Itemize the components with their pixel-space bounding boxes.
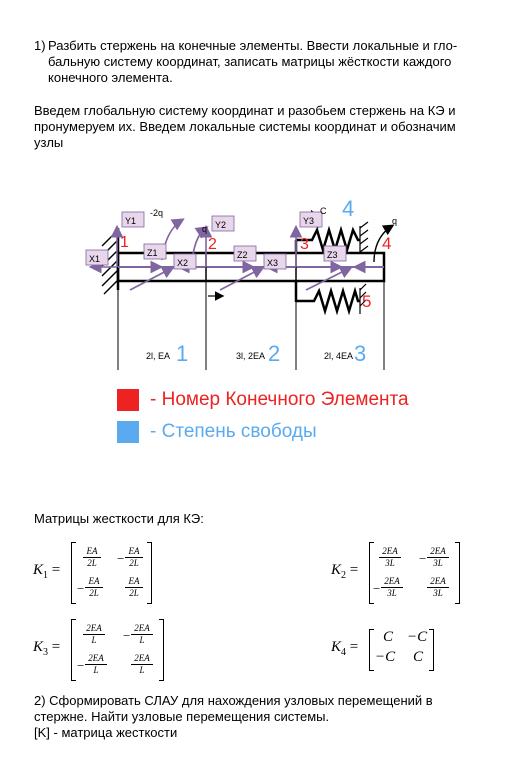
dof-z1: Z1 xyxy=(147,248,158,258)
task2-line2: стержне. Найти узловые перемещения систе… xyxy=(34,709,330,724)
node-3-number: 3 xyxy=(300,236,309,253)
dof-x3: X3 xyxy=(267,258,278,268)
dof-labels: Y1 Y2 Y3 X1 X2 X3 Z1 Z2 Z3 xyxy=(85,211,347,270)
task1-line3: конечного элемента. xyxy=(48,70,173,85)
element-3-number: 3 xyxy=(354,341,366,366)
node-1-number: 1 xyxy=(120,234,129,251)
load-q-right-arrow xyxy=(373,224,395,263)
legend-element-label: - Номер Конечного Элемента xyxy=(150,389,409,410)
element-2-props: 3l, 2EA xyxy=(236,351,265,361)
matrices-heading: Матрицы жесткости для КЭ: xyxy=(34,511,204,526)
intro-paragraph: Введем глобальную систему координат и ра… xyxy=(34,103,504,151)
dof-x2: X2 xyxy=(177,258,188,268)
dof-y3: Y3 xyxy=(303,216,314,226)
task1-line2: бальную систему координат, записать матр… xyxy=(48,54,452,69)
element-1-number: 1 xyxy=(176,341,188,366)
spring-5-number: 5 xyxy=(362,292,371,311)
dof-x1: X1 xyxy=(89,254,100,264)
spring-bottom xyxy=(294,281,367,316)
beam-diagram: Y1 Y2 Y3 X1 X2 X3 Z1 Z2 Z3 -2q q q C 1 2… xyxy=(85,196,397,370)
load-2q-label: -2q xyxy=(150,208,163,218)
node-2-number: 2 xyxy=(208,236,217,253)
element-1-props: 2l, EA xyxy=(146,351,170,361)
spring-c-label: C xyxy=(320,206,327,216)
element-3-props: 2l, 4EA xyxy=(324,351,353,361)
legend-dof-swatch xyxy=(117,421,139,443)
dof-z2: Z2 xyxy=(237,250,248,260)
load-q-mid-label: q xyxy=(202,224,207,234)
element-2-number: 2 xyxy=(268,341,280,366)
dof-y1: Y1 xyxy=(125,216,136,226)
k1-lhs: K1 = xyxy=(33,562,61,581)
dof-arrows xyxy=(88,218,384,291)
intro-line1: Введем глобальную систему координат и ра… xyxy=(34,103,456,118)
k4-lhs: K4 = xyxy=(331,639,359,658)
dof-y2: Y2 xyxy=(215,220,226,230)
legend-element-swatch xyxy=(117,389,139,411)
load-q-right-label: q xyxy=(392,216,397,226)
dof-z3: Z3 xyxy=(327,250,338,260)
task1-line1: Разбить стержень на конечные элементы. В… xyxy=(48,38,458,53)
intro-line2: пронумеруем их. Введем локальные системы… xyxy=(34,119,456,134)
node-4-number: 4 xyxy=(382,234,391,253)
task1-number: 1) xyxy=(34,38,46,53)
task1-paragraph: 1) Разбить стержень на конечные элементы… xyxy=(34,38,504,86)
k2-lhs: K2 = xyxy=(331,562,359,581)
task2-line3: [K] - матрица жесткости xyxy=(34,725,178,740)
task2-line1: 2) Сформировать СЛАУ для нахождения узло… xyxy=(34,693,433,708)
spring-4-number: 4 xyxy=(342,196,354,221)
task2-paragraph: 2) Сформировать СЛАУ для нахождения узло… xyxy=(34,693,504,741)
matrix-k4: K4 = C −C −C C xyxy=(331,627,451,673)
k3-lhs: K3 = xyxy=(33,639,61,658)
intro-line3: узлы xyxy=(34,135,64,150)
legend-dof-label: - Степень свободы xyxy=(150,421,317,442)
